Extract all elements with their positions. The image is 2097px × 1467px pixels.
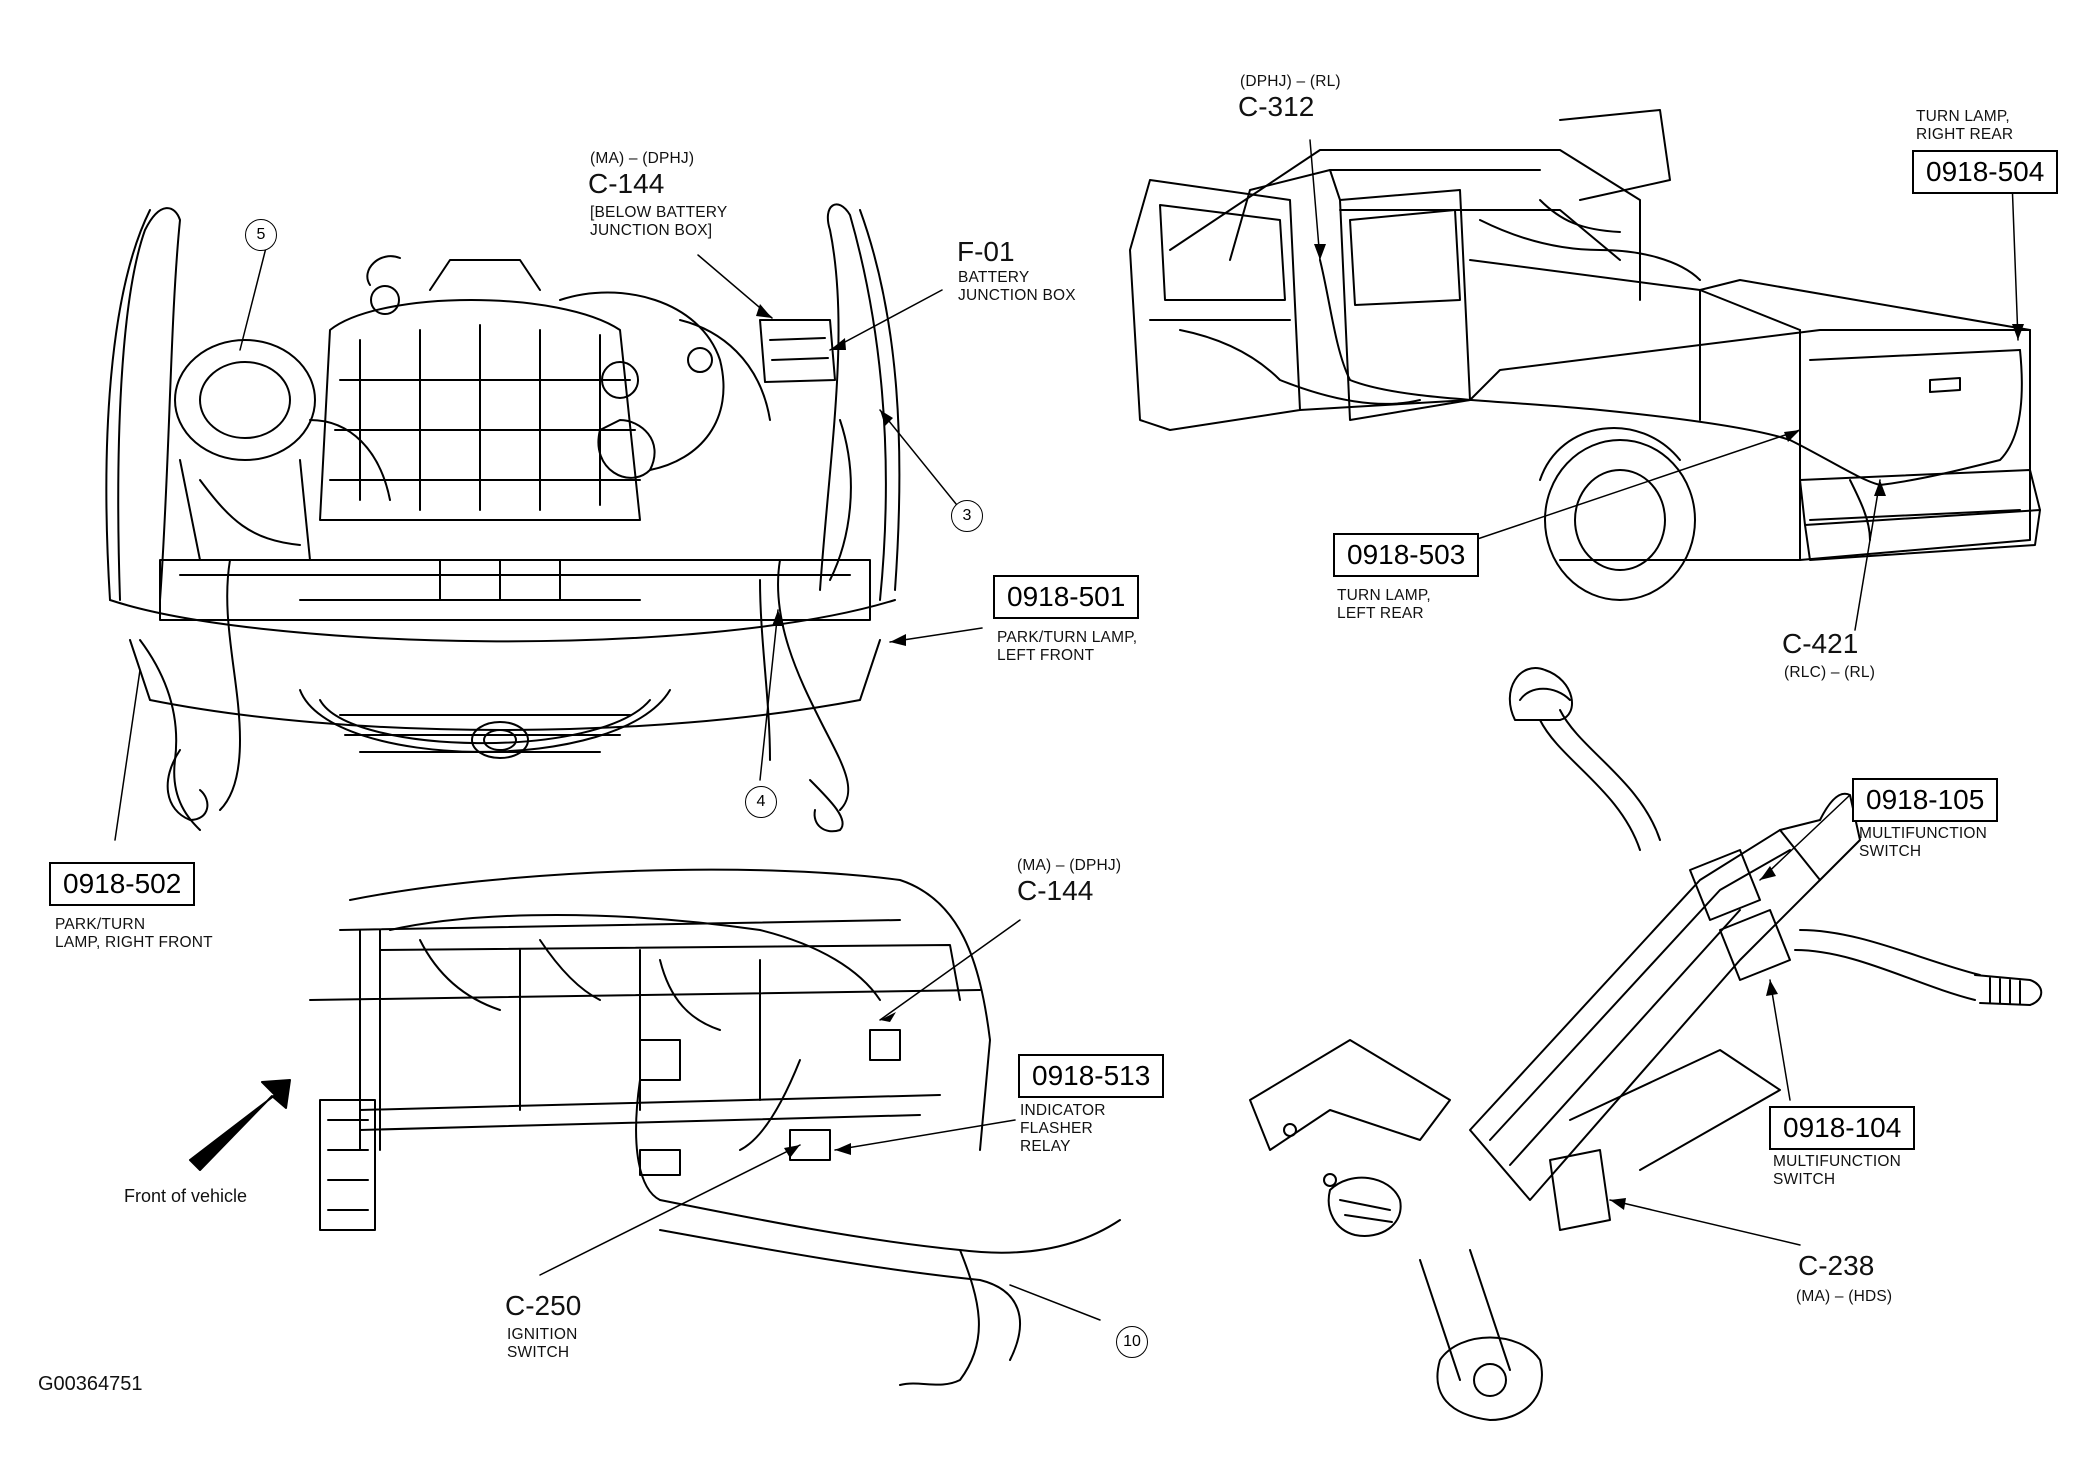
c503-desc-1: TURN LAMP, <box>1337 587 1431 604</box>
f01-code: F-01 <box>957 236 1015 267</box>
connector-0918-502: 0918-502 <box>49 862 196 907</box>
f01-desc-1: BATTERY <box>958 269 1030 286</box>
c105-desc-1: MULTIFUNCTION <box>1859 825 1988 842</box>
c513-desc-3: RELAY <box>1020 1138 1071 1155</box>
callout-circle-4: 4 <box>745 786 777 818</box>
connector-0918-504: 0918-504 <box>1912 150 2059 195</box>
engine-compartment-drawing <box>105 203 901 833</box>
c250-desc-1: IGNITION <box>507 1326 578 1343</box>
f01-desc-2: JUNCTION BOX <box>958 287 1076 304</box>
instrument-panel-drawing <box>309 868 1121 1386</box>
engine-c144-desc-2: JUNCTION BOX] <box>590 222 713 239</box>
c104-desc-1: MULTIFUNCTION <box>1773 1153 1902 1170</box>
front-arrow-icon <box>189 1079 291 1171</box>
callout-circle-5: 5 <box>245 219 277 251</box>
dash-c144-variant: (MA) – (DPHJ) <box>1017 857 1122 874</box>
pickup-truck-drawing <box>1129 109 2041 601</box>
c513-desc-1: INDICATOR <box>1020 1102 1106 1119</box>
c504-desc-1: TURN LAMP, <box>1916 108 2010 125</box>
callout-circle-3: 3 <box>951 500 983 532</box>
c105-desc-2: SWITCH <box>1859 843 1922 860</box>
connector-0918-104: 0918-104 <box>1769 1106 1916 1151</box>
c503-desc-2: LEFT REAR <box>1337 605 1424 622</box>
connector-0918-105: 0918-105 <box>1852 778 1999 823</box>
steering-column-drawing <box>1249 667 2043 1421</box>
c501-desc-2: LEFT FRONT <box>997 647 1095 664</box>
engine-c144-code: C-144 <box>588 168 665 199</box>
connector-0918-503: 0918-503 <box>1333 533 1480 578</box>
c504-desc-2: RIGHT REAR <box>1916 126 2014 143</box>
connector-0918-501: 0918-501 <box>993 575 1140 620</box>
engine-c144-variant: (MA) – (DPHJ) <box>590 150 695 167</box>
connector-0918-513: 0918-513 <box>1018 1054 1165 1099</box>
callout-circle-10: 10 <box>1116 1326 1148 1358</box>
c250-desc-2: SWITCH <box>507 1344 570 1361</box>
c238-variant: (MA) – (HDS) <box>1796 1288 1893 1305</box>
dash-c144-code: C-144 <box>1017 875 1094 906</box>
c421-code: C-421 <box>1782 628 1859 659</box>
c502-desc-2: LAMP, RIGHT FRONT <box>55 934 213 951</box>
figure-id: G00364751 <box>38 1373 143 1395</box>
front-of-vehicle-label: Front of vehicle <box>124 1186 248 1206</box>
engine-c144-desc-1: [BELOW BATTERY <box>590 204 728 221</box>
c502-desc-1: PARK/TURN <box>55 916 146 933</box>
c312-code: C-312 <box>1238 91 1315 122</box>
c250-code: C-250 <box>505 1290 582 1321</box>
c421-variant: (RLC) – (RL) <box>1784 664 1876 681</box>
c513-desc-2: FLASHER <box>1020 1120 1093 1137</box>
c238-code: C-238 <box>1798 1250 1875 1281</box>
c312-variant: (DPHJ) – (RL) <box>1240 73 1341 90</box>
c501-desc-1: PARK/TURN LAMP, <box>997 629 1138 646</box>
c104-desc-2: SWITCH <box>1773 1171 1836 1188</box>
